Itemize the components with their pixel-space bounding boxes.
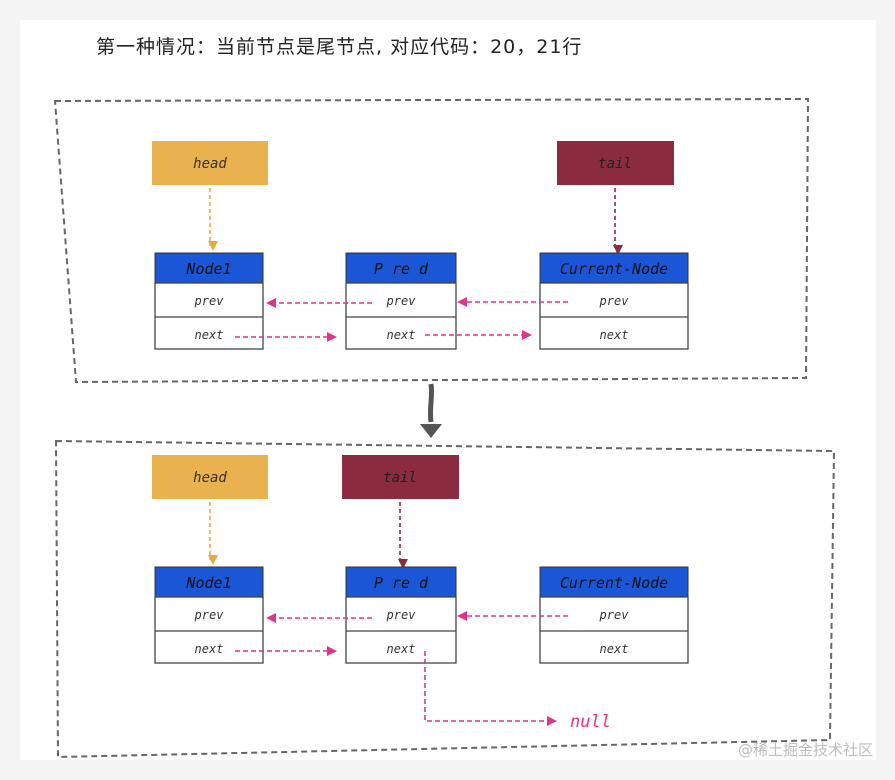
after-panel-border [54,439,836,759]
node-next-field: next [195,642,224,656]
node-name: Current-Node [560,574,668,592]
diagram-title: 第一种情况：当前节点是尾节点, 对应代码：20，21行 [96,36,583,58]
before-panel-border [53,97,810,384]
node-box-pred: P re d prev next [345,252,457,350]
node-box-pred: P re d prev next [345,566,457,664]
node-name: Node1 [185,574,231,592]
head-pointer-box: head [152,455,268,499]
head-pointer-label: head [193,156,227,172]
head-pointer-label: head [193,470,227,486]
tail-pointer-box: tail [557,141,674,185]
node-next-field: next [387,328,416,342]
node-prev-field: prev [386,608,417,622]
before-panel: head tail Node1 prev next P re d prev ne… [53,97,810,384]
node-prev-field: prev [599,294,630,308]
transition-arrow [420,383,442,438]
node-name: P re d [374,260,429,278]
node-next-field: next [600,642,629,656]
node-next-field: next [387,642,416,656]
head-pointer-box: head [152,141,268,185]
null-label: null [570,712,611,732]
watermark: @稀土掘金技术社区 [737,741,873,759]
node-name: P re d [374,574,429,592]
tail-pointer-label: tail [598,156,632,172]
node-prev-field: prev [194,608,225,622]
after-panel: head tail Node1 prev next P re d prev ne… [54,439,836,759]
node-box-node1: Node1 prev next [154,566,264,664]
next-to-null-arrow [424,651,557,726]
tail-pointer-label: tail [383,470,417,486]
node-prev-field: prev [194,294,225,308]
node-prev-field: prev [386,294,417,308]
tail-pointer-box: tail [342,455,459,499]
node-name: Current-Node [560,260,668,278]
node-next-field: next [195,328,224,342]
node-name: Node1 [185,260,231,278]
node-next-field: next [600,328,629,342]
node-box-node1: Node1 prev next [154,252,264,350]
node-box-current: Current-Node prev next [539,252,689,350]
node-box-current: Current-Node prev next [539,566,689,664]
node-prev-field: prev [599,608,630,622]
